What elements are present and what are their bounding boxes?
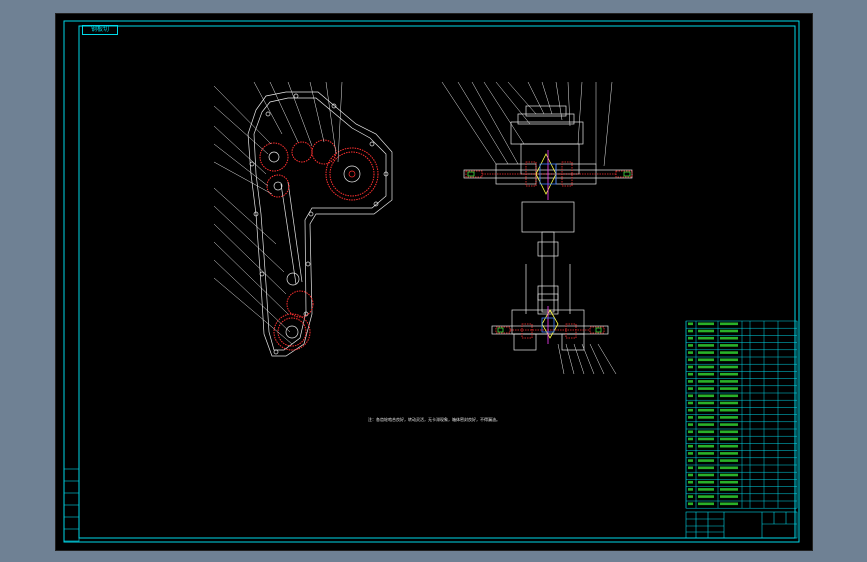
bom-entry-name xyxy=(720,380,738,383)
side-strip xyxy=(63,468,80,542)
bom-entry-index xyxy=(688,459,693,462)
bom-entry-code xyxy=(698,408,714,412)
bom-entry-code xyxy=(698,394,714,398)
bom-entry-index xyxy=(688,387,693,390)
bom-entry-name xyxy=(720,365,738,369)
bom-entry-index xyxy=(688,466,693,470)
bom-entry-index xyxy=(688,336,693,340)
bom-entry-name xyxy=(720,351,738,354)
bom-entry-code xyxy=(698,488,714,491)
bom-entry-name xyxy=(720,430,738,434)
drawing-title-tag: 钢板切 xyxy=(82,25,118,35)
bom-entry-code xyxy=(698,387,714,390)
bom-entry-name xyxy=(720,394,738,398)
section-view-shafts xyxy=(465,161,633,339)
bom-entry-code xyxy=(698,423,714,426)
bom-entry-index xyxy=(688,394,693,398)
bom-entry-name xyxy=(720,444,738,448)
bom-entry-name xyxy=(720,466,738,470)
bom-entry-index xyxy=(688,401,693,405)
left-view-gears xyxy=(259,139,379,351)
bom-entry-code xyxy=(698,444,714,448)
bom-entry-code xyxy=(698,329,714,333)
bom-entry-name xyxy=(720,452,738,455)
bom-entry-code xyxy=(698,480,714,484)
bom-entry-name xyxy=(720,416,738,419)
inner-frame xyxy=(78,25,796,539)
bom-entry-name xyxy=(720,437,738,441)
bom-entry-code xyxy=(698,365,714,369)
bom-entry-code xyxy=(698,416,714,419)
bom-entry-index xyxy=(688,351,693,354)
bom-entry-code xyxy=(698,452,714,455)
bom-entry-name xyxy=(720,495,738,498)
bom-entry-code xyxy=(698,344,714,347)
bom-entry-name xyxy=(720,423,738,426)
bom-entry-index xyxy=(688,365,693,369)
bom-entry-code xyxy=(698,437,714,441)
bom-entry-name xyxy=(720,488,738,491)
bom-entry-code xyxy=(698,351,714,354)
bom-entry-index xyxy=(688,358,693,362)
bom-entry-code xyxy=(698,322,714,326)
bom-entry-code xyxy=(698,372,714,376)
bom-entry-name xyxy=(720,372,738,376)
bom-entry-name xyxy=(720,387,738,390)
bom-entry-index xyxy=(688,423,693,426)
bom-entry-code xyxy=(698,358,714,362)
bom-entry-code xyxy=(698,473,714,477)
bom-entry-index xyxy=(688,480,693,484)
bom-entry-name xyxy=(720,329,738,333)
section-view-green xyxy=(467,171,631,333)
bom-entry-code xyxy=(698,466,714,470)
bom-entry-name xyxy=(720,480,738,484)
technical-note: 注：各齿轮啮合良好，转动灵活，无卡滞现象，箱体密封良好，不得漏油。 xyxy=(368,416,500,422)
bom-entry-index xyxy=(688,408,693,412)
section-view-leaders xyxy=(441,81,617,375)
bom-entry-name xyxy=(720,344,738,347)
bom-entry-name xyxy=(720,459,738,462)
bom-entry-name xyxy=(720,473,738,477)
bom-entry-code xyxy=(698,401,714,405)
bom-entry-name xyxy=(720,502,738,506)
outer-frame xyxy=(63,20,800,543)
bom-entry-name xyxy=(720,336,738,340)
bom-entry-index xyxy=(688,380,693,383)
bom-entry-code xyxy=(698,495,714,498)
title-block xyxy=(685,511,798,539)
bom-entry-code xyxy=(698,459,714,462)
bom-entry-code xyxy=(698,430,714,434)
cad-drawing-viewport[interactable]: 注：各齿轮啮合良好，转动灵活，无卡滞现象，箱体密封良好，不得漏油。 钢板切 xyxy=(55,13,813,551)
bom-entry-index xyxy=(688,329,693,333)
bom-entry-index xyxy=(688,437,693,441)
bom-entry-index xyxy=(688,416,693,419)
bom-entry-name xyxy=(720,401,738,405)
bom-entry-index xyxy=(688,430,693,434)
bom-entry-code xyxy=(698,502,714,506)
bom-entry-code xyxy=(698,380,714,383)
bom-entry-index xyxy=(688,452,693,455)
left-view-hubs xyxy=(268,151,361,339)
bom-table xyxy=(685,320,798,509)
bom-cells-green xyxy=(688,322,738,506)
bom-entry-index xyxy=(688,495,693,498)
bom-entry-index xyxy=(688,444,693,448)
bom-entry-name xyxy=(720,322,738,326)
bom-entry-name xyxy=(720,358,738,362)
bom-entry-index xyxy=(688,322,693,326)
cad-drawing-canvas: 注：各齿轮啮合良好，转动灵活，无卡滞现象，箱体密封良好，不得漏油。 xyxy=(63,20,800,543)
bom-entry-index xyxy=(688,344,693,347)
gear-housing-view xyxy=(247,91,393,357)
bom-entry-index xyxy=(688,502,693,506)
section-view-center xyxy=(535,150,559,344)
bom-entry-index xyxy=(688,473,693,477)
bom-entry-code xyxy=(698,336,714,340)
left-view-leaders xyxy=(213,81,343,345)
bom-entry-index xyxy=(688,488,693,491)
bom-entry-index xyxy=(688,372,693,376)
bom-entry-name xyxy=(720,408,738,412)
